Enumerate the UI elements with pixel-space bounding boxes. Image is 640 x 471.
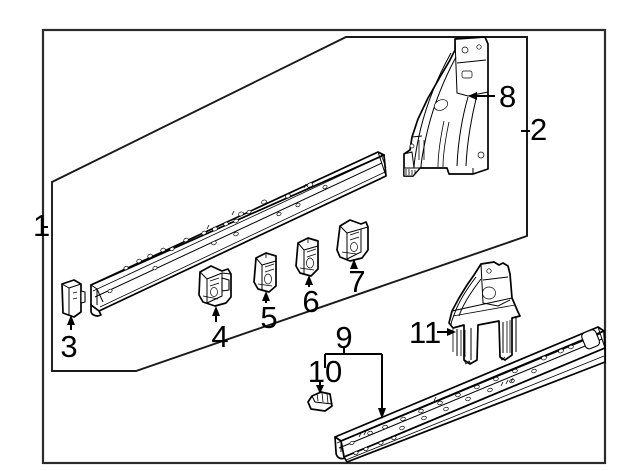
part-6-bracket: [295, 237, 319, 277]
callout-label-2: 2: [530, 112, 547, 147]
part-4-bracket: [198, 265, 232, 307]
callout-3-leader: [67, 315, 75, 330]
part-11-pillar-base-bracket: [448, 261, 521, 365]
callout-4-leader: [212, 306, 220, 322]
callout-11-leader: [437, 328, 456, 336]
part-3-end-cap: [61, 279, 86, 318]
callout-7-leader: [350, 259, 358, 269]
lower-rocker-rail: [334, 326, 606, 463]
callout-label-11: 11: [409, 315, 441, 350]
part-8-pillar-reinforcement: [403, 36, 489, 177]
callout-9-leader: [324, 348, 386, 419]
part-7-bracket: [336, 219, 369, 262]
part-5-bracket: [253, 252, 277, 293]
callout-label-7: 7: [348, 264, 365, 299]
callout-label-9: 9: [335, 320, 352, 355]
part-10-small-plug: [307, 391, 333, 412]
callout-label-6: 6: [302, 284, 319, 319]
callout-label-8: 8: [499, 79, 516, 114]
callout-label-1: 1: [33, 208, 50, 243]
callout-8-leader: [468, 92, 495, 100]
callout-label-3: 3: [60, 329, 77, 364]
callout-label-5: 5: [260, 300, 277, 335]
callout-6-leader: [305, 275, 313, 287]
callout-label-4: 4: [211, 319, 228, 354]
callout-10-leader: [316, 382, 324, 394]
outer-frame-border: [41, 28, 607, 465]
upper-rocker-rail: [90, 151, 387, 317]
callout-5-leader: [262, 291, 270, 303]
